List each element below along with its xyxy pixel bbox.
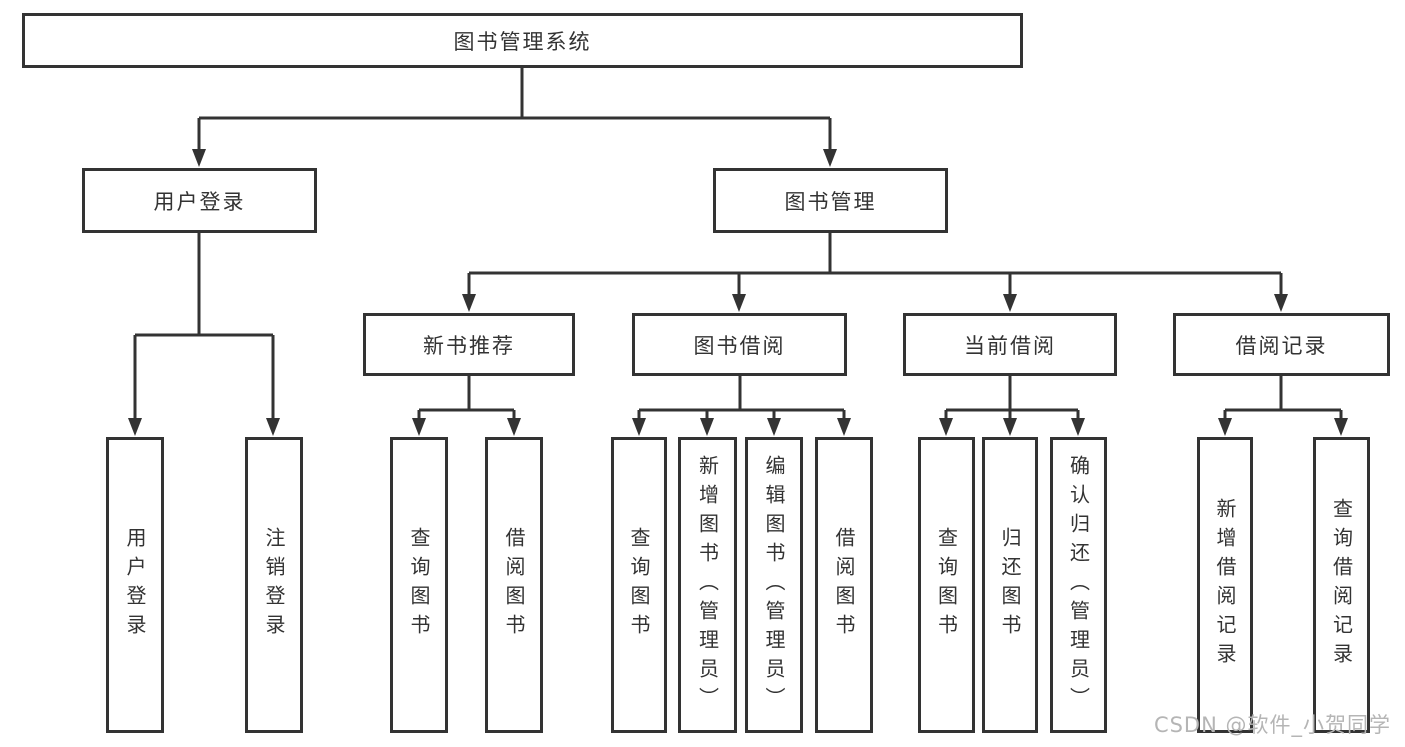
leaf-recommend-borrow-books: 借阅图书: [485, 437, 543, 733]
node-book-borrow-label: 图书借阅: [693, 333, 786, 358]
leaf-add-borrow-record: 新增借阅记录: [1197, 437, 1253, 733]
node-book-management-label: 图书管理: [784, 189, 877, 214]
node-new-book-recommend-label: 新书推荐: [423, 333, 515, 358]
arrowheads: [128, 149, 1348, 436]
leaf-user-login: 用户登录: [106, 437, 164, 733]
leaf-query-borrow-record: 查询借阅记录: [1313, 437, 1370, 733]
node-user-login-label: 用户登录: [153, 189, 246, 214]
node-root-label: 图书管理系统: [453, 29, 592, 54]
node-borrow-records-label: 借阅记录: [1235, 333, 1328, 358]
leaf-edit-books-admin: 编辑图书（管理员）: [745, 437, 803, 733]
node-current-borrow-label: 当前借阅: [964, 333, 1056, 358]
leaf-logout: 注销登录: [245, 437, 303, 733]
node-book-borrow: 图书借阅: [632, 313, 847, 376]
node-user-login: 用户登录: [82, 168, 317, 233]
leaf-borrow-query-books: 查询图书: [611, 437, 667, 733]
node-new-book-recommend: 新书推荐: [363, 313, 575, 376]
node-root-system: 图书管理系统: [22, 13, 1023, 68]
leaf-add-books-admin: 新增图书（管理员）: [678, 437, 737, 733]
node-borrow-records: 借阅记录: [1173, 313, 1390, 376]
leaf-recommend-query-books: 查询图书: [390, 437, 448, 733]
leaf-confirm-return-admin: 确认归还（管理员）: [1050, 437, 1107, 733]
node-book-management: 图书管理: [713, 168, 948, 233]
node-current-borrow: 当前借阅: [903, 313, 1117, 376]
leaf-return-books: 归还图书: [982, 437, 1038, 733]
leaf-current-query-books: 查询图书: [918, 437, 975, 733]
csdn-watermark: CSDN @软件_小贺同学: [1153, 713, 1391, 737]
leaf-borrow-books: 借阅图书: [815, 437, 873, 733]
